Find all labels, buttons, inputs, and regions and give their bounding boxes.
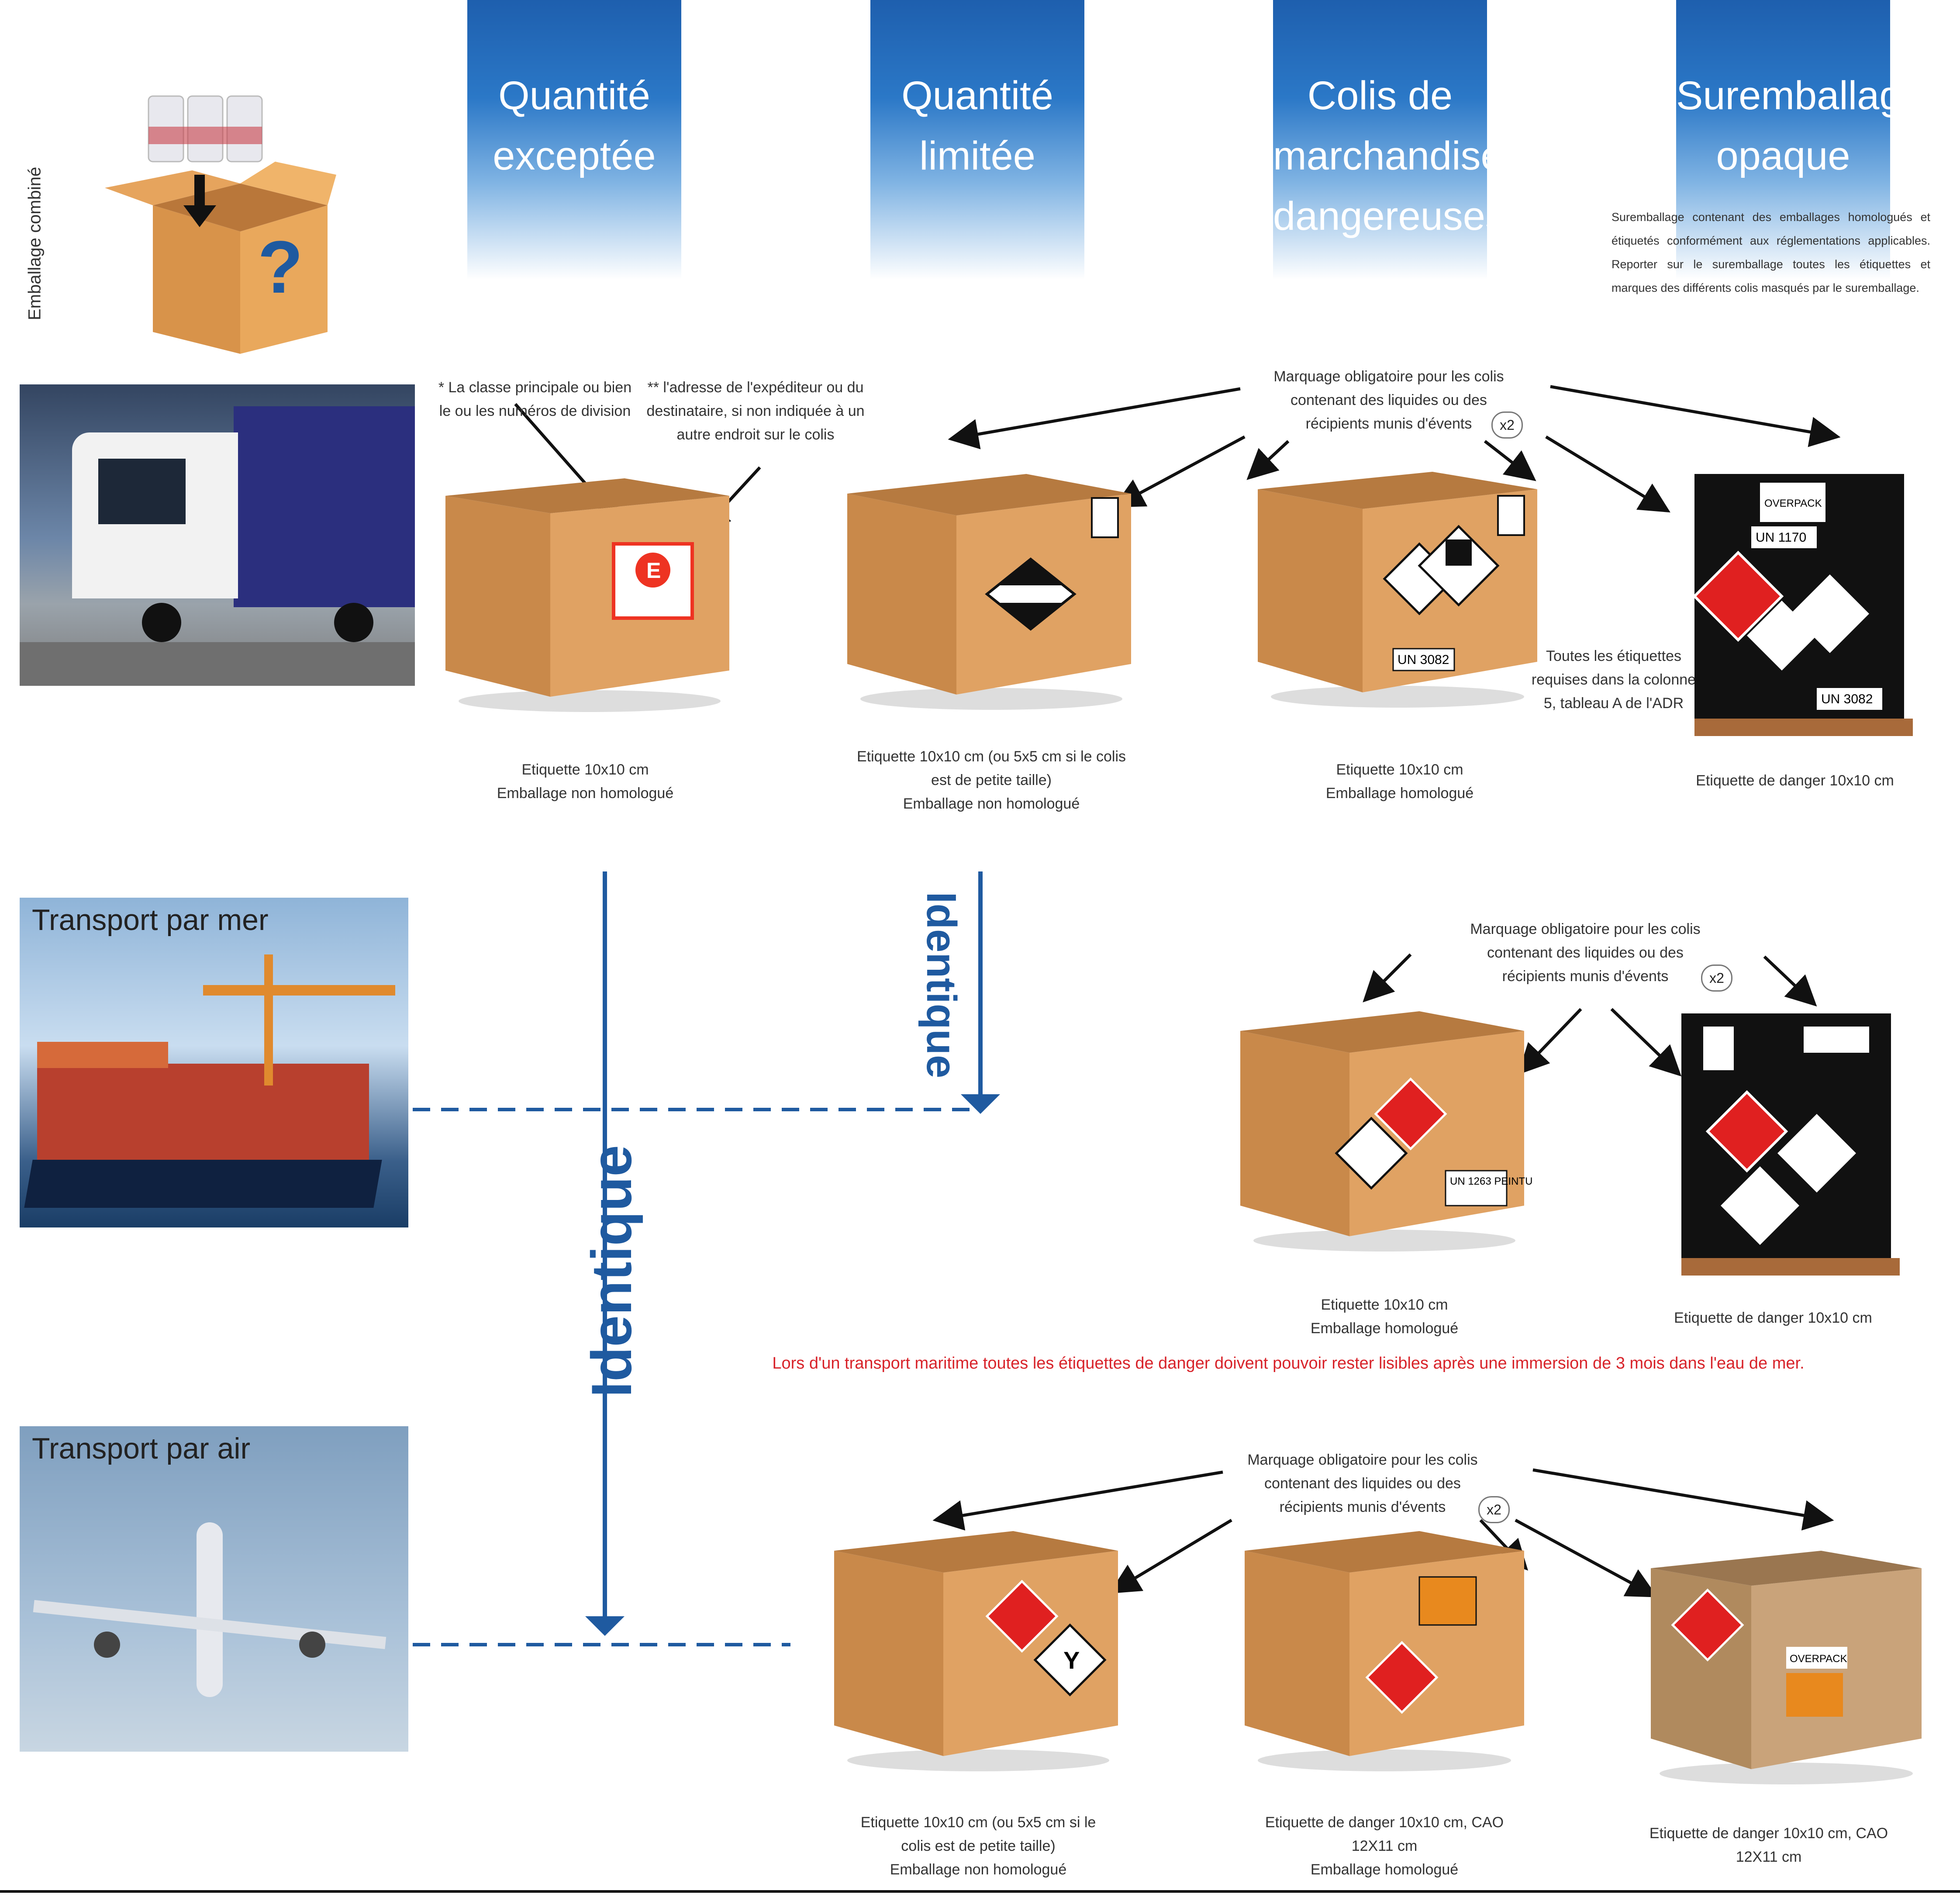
sea-overpack-pallet <box>1681 1013 1900 1276</box>
header-line: exceptée <box>493 134 656 178</box>
un-code: UN 3082 <box>1821 692 1873 706</box>
sea-transport-photo: Transport par mer <box>20 898 408 1227</box>
air-caption-limited: Etiquette 10x10 cm (ou 5x5 cm si le coli… <box>860 1814 1096 1878</box>
air-caption-dangerous: Etiquette de danger 10x10 cm, CAO 12X11 … <box>1265 1814 1504 1878</box>
arrow <box>1515 1518 1658 1597</box>
caption-overpack: Etiquette de danger 10x10 cm <box>1696 772 1894 789</box>
svg-text:Y: Y <box>1063 1646 1080 1674</box>
caption-excepted: Etiquette 10x10 cm Emballage non homolog… <box>497 761 674 802</box>
header-line: dangereuses <box>1273 194 1505 239</box>
note-address: ** l'adresse de l'expéditeur ou du desti… <box>646 379 865 443</box>
sea-warning: Lors d'un transport maritime toutes les … <box>772 1354 1805 1373</box>
dangerous-goods-box: UN 3082 <box>1258 472 1537 708</box>
header-line: marchandises <box>1273 134 1523 178</box>
road-transport-photo <box>20 358 415 686</box>
air-transport-photo: Transport par air <box>20 1426 408 1752</box>
overpack-word: OVERPACK <box>1764 498 1822 509</box>
un-label: UN 1263 PEINTURE <box>1450 1175 1533 1187</box>
arrow <box>1763 955 1817 1007</box>
opaque-overpack-pallet: OVERPACK UN 1170 UN 3082 <box>1692 474 1913 736</box>
air-note-mandatory-marking: Marquage obligatoire pour les colis cont… <box>1247 1452 1478 1515</box>
arrow <box>1113 435 1246 508</box>
header-line: Quantité <box>901 73 1053 118</box>
excepted-quantity-box: E <box>445 478 729 712</box>
x2-badge: x2 <box>1478 1496 1510 1523</box>
caption-dangerous: Etiquette 10x10 cm Emballage homologué <box>1325 761 1474 802</box>
header-line: Suremballage <box>1676 73 1924 118</box>
arrow <box>948 387 1241 449</box>
arrow <box>1518 1008 1582 1075</box>
svg-text:E: E <box>646 558 661 583</box>
x2-badge: x2 <box>1491 411 1523 439</box>
air-caption-overpack: Etiquette de danger 10x10 cm, CAO 12X11 … <box>1649 1825 1888 1865</box>
header-dangerous-goods: Colis de marchandises dangereuses <box>1273 0 1523 280</box>
un-code: UN 1170 <box>1756 530 1806 545</box>
air-limited-quantity-box: Y <box>834 1531 1118 1771</box>
note-all-labels: Toutes les étiquettes requises dans la c… <box>1531 648 1696 712</box>
note-mandatory-marking: Marquage obligatoire pour les colis cont… <box>1273 368 1504 432</box>
arrow <box>1246 440 1290 480</box>
sea-transport-title: Transport par mer <box>32 903 269 937</box>
arrow <box>1532 1468 1834 1531</box>
identical-label-short: Identique <box>918 892 965 1079</box>
header-line: limitée <box>919 134 1035 178</box>
arrow <box>1545 436 1670 513</box>
x2-badge: x2 <box>1701 965 1732 992</box>
header-line: Colis de <box>1307 73 1453 118</box>
air-dangerous-goods-box <box>1245 1531 1524 1771</box>
combined-box-icon: ? <box>105 95 336 354</box>
identical-label-long: Identique <box>580 1145 643 1397</box>
header-line: Quantité <box>498 73 650 118</box>
arrow <box>1484 440 1536 481</box>
header-opaque-overpack: Suremballage opaque <box>1676 0 1924 280</box>
overpack-description: Suremballage contenant des emballages ho… <box>1611 211 1930 294</box>
arrow <box>1363 953 1412 1003</box>
limited-quantity-box <box>847 474 1131 710</box>
svg-text:?: ? <box>258 226 303 309</box>
sea-caption-overpack: Etiquette de danger 10x10 cm <box>1674 1310 1872 1326</box>
arrow <box>1550 385 1841 447</box>
caption-limited: Etiquette 10x10 cm (ou 5x5 cm si le coli… <box>856 748 1126 812</box>
air-overpack-crate: OVERPACK <box>1651 1551 1922 1784</box>
header-excepted-quantity: Quantité exceptée <box>467 0 681 280</box>
sea-note-mandatory-marking: Marquage obligatoire pour les colis cont… <box>1470 921 1701 985</box>
arrow <box>1109 1518 1232 1594</box>
sea-caption-dangerous: Etiquette 10x10 cm Emballage homologué <box>1310 1296 1459 1337</box>
un-code: UN 3082 <box>1398 653 1449 667</box>
header-line: opaque <box>1716 134 1850 178</box>
header-limited-quantity: Quantité limitée <box>870 0 1084 280</box>
air-transport-title: Transport par air <box>32 1432 251 1465</box>
note-main-class: * La classe principale ou bien le ou les… <box>438 379 632 419</box>
overpack-word: OVERPACK <box>1790 1653 1847 1665</box>
sea-dangerous-goods-box: UN 1263 PEINTURE <box>1240 1011 1533 1252</box>
arrow <box>1610 1008 1682 1077</box>
arrow <box>932 1470 1223 1531</box>
